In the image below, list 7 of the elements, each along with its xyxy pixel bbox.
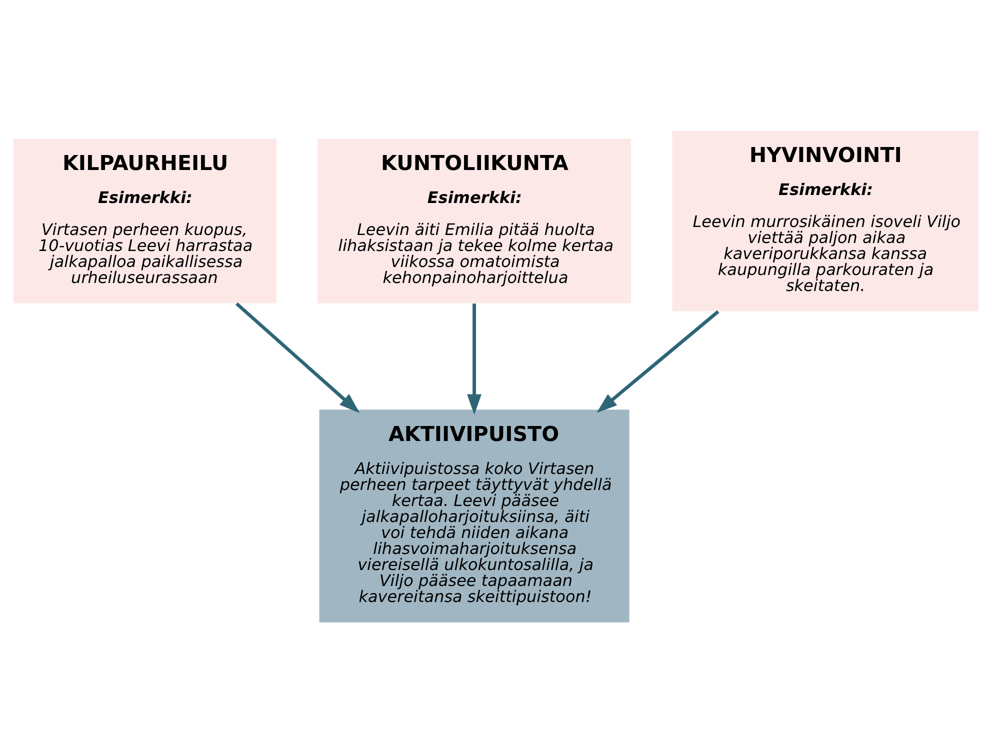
- arrow: [596, 310, 720, 413]
- arrow: [235, 302, 360, 414]
- node-box: KUNTOLIIKUNTA Esimerkki: Leevin äiti Emilia pitää huolta lihaksistaan ja tekee kolme kertaa viikossa omatoimista kehonpainoharjoittelua: [318, 138, 631, 304]
- arrow: [467, 304, 482, 415]
- node-box: HYVINVOINTI Esimerkki: Leevin murrosikäinen isoveli Viljo viettää paljon aikaa kaveriporukkansa kanssa kaupungilla parkouraten ja skeitaten.: [672, 130, 979, 312]
- node-box: AKTIIVIPUISTO Aktiivipuistossa koko Virtasen perheen tarpeet täyttyvät yhdellä kertaa. Leevi pääsee jalkapalloharjoituksiinsa, äiti voi tehdä niiden aikana lihasvoimaharjoituksensa viereisellä ulkokuntosalilla, ja Viljo pääsee tapaamaan kavereitansa skeittipuistoon!: [319, 410, 630, 622]
- node-box: KILPAURHEILU Esimerkki: Virtasen perheen kuopus, 10-vuotias Leevi harrastaa jalkapalloa paikallisessa urheiluseurassaan: [13, 138, 276, 304]
